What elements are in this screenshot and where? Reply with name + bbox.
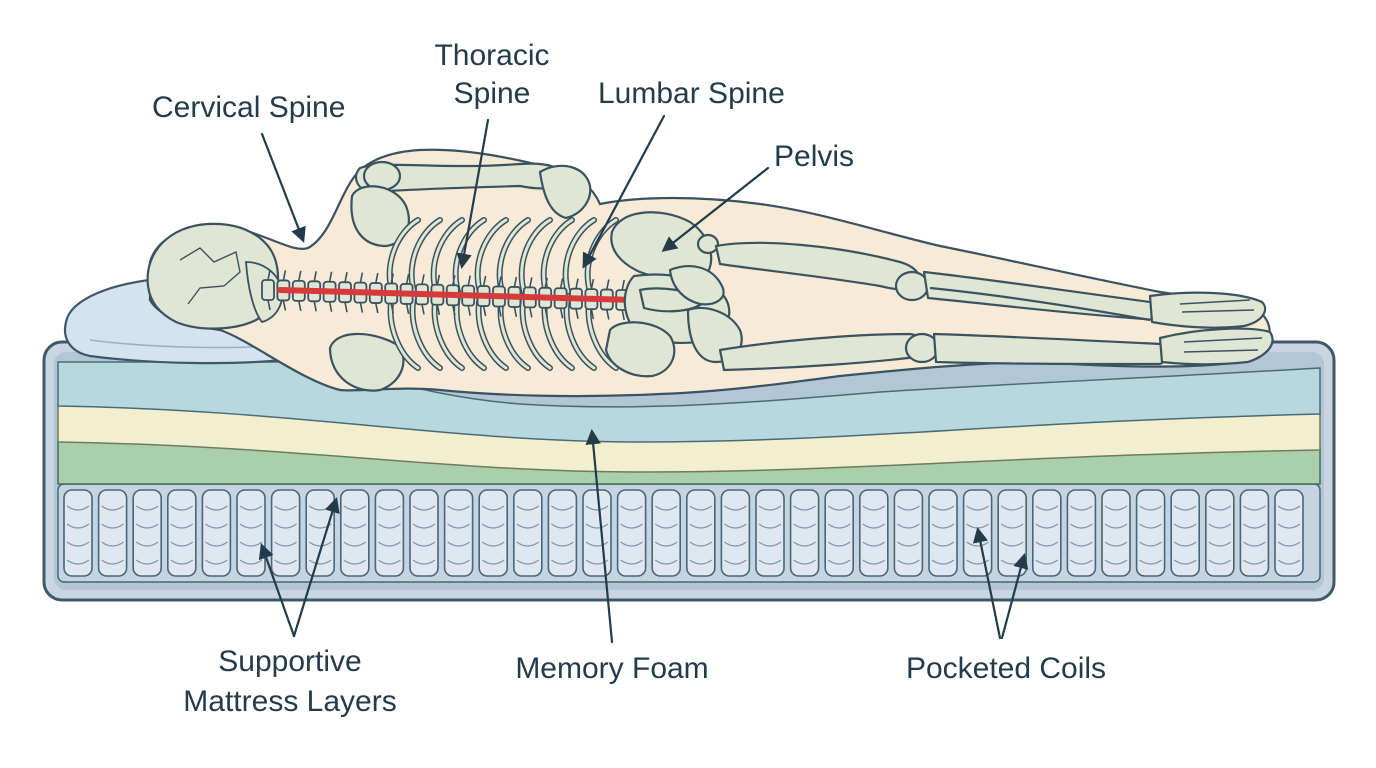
coil [858, 489, 889, 577]
vertebra [261, 269, 275, 311]
coil [893, 489, 924, 577]
coil [824, 489, 855, 577]
skull-icon [146, 222, 284, 330]
coil [443, 489, 474, 577]
supportive-leader-1 [258, 543, 296, 638]
coils-leader-1 [972, 526, 1002, 640]
coil [1170, 489, 1200, 577]
thoracic-leader [456, 118, 490, 270]
coil [1032, 489, 1062, 577]
coil [789, 489, 820, 577]
pocketed-coils-row [63, 489, 1304, 577]
coil [478, 489, 509, 577]
coil [374, 489, 405, 577]
supportive-layers-label-line2: Mattress Layers [183, 685, 396, 718]
lower-shoulder-blade [328, 332, 405, 392]
thoracic-spine-label-line1: Thoracic [434, 39, 549, 72]
coil [1205, 489, 1235, 577]
coil [547, 489, 578, 577]
rib [408, 217, 443, 371]
memory-foam-leader [585, 428, 614, 644]
legs [714, 241, 1274, 372]
pelvis-bone [604, 211, 743, 378]
leader-lines [258, 114, 1029, 644]
coil [755, 489, 785, 577]
coils-leader-2 [1000, 553, 1029, 640]
coil [1239, 489, 1270, 577]
coil [1274, 489, 1304, 577]
coil [97, 489, 128, 577]
coil [236, 489, 266, 577]
coil [651, 489, 682, 577]
thoracic-spine-label-line2: Spine [454, 77, 531, 110]
rib [518, 217, 553, 371]
pocketed-coils-label: Pocketed Coils [906, 652, 1106, 685]
lumbar-spine-label: Lumbar Spine [598, 77, 785, 110]
coil [270, 489, 301, 577]
coil [339, 489, 370, 577]
coil [201, 489, 232, 577]
coil [63, 489, 93, 577]
coil [616, 489, 647, 577]
memory-foam-label: Memory Foam [515, 652, 708, 685]
cervical-leader [260, 132, 306, 243]
lumbar-leader [582, 114, 666, 269]
coil [512, 489, 543, 577]
supportive-layers-label-line1: Supportive [218, 645, 361, 678]
mattress [42, 340, 1336, 602]
supportive-leader-2 [292, 497, 340, 638]
coil [928, 489, 958, 577]
coil [1101, 489, 1131, 577]
coil [409, 489, 439, 577]
cervical-spine-label: Cervical Spine [152, 91, 345, 124]
coil [132, 489, 162, 577]
pelvis-label: Pelvis [774, 140, 854, 173]
coil [720, 489, 751, 577]
spine-alignment-line [277, 287, 637, 303]
coil [1135, 489, 1166, 577]
coil [167, 489, 197, 577]
pelvis-leader [661, 166, 770, 252]
coil [305, 489, 336, 577]
coil [1066, 489, 1097, 577]
coil [685, 489, 716, 577]
coil [582, 489, 612, 577]
